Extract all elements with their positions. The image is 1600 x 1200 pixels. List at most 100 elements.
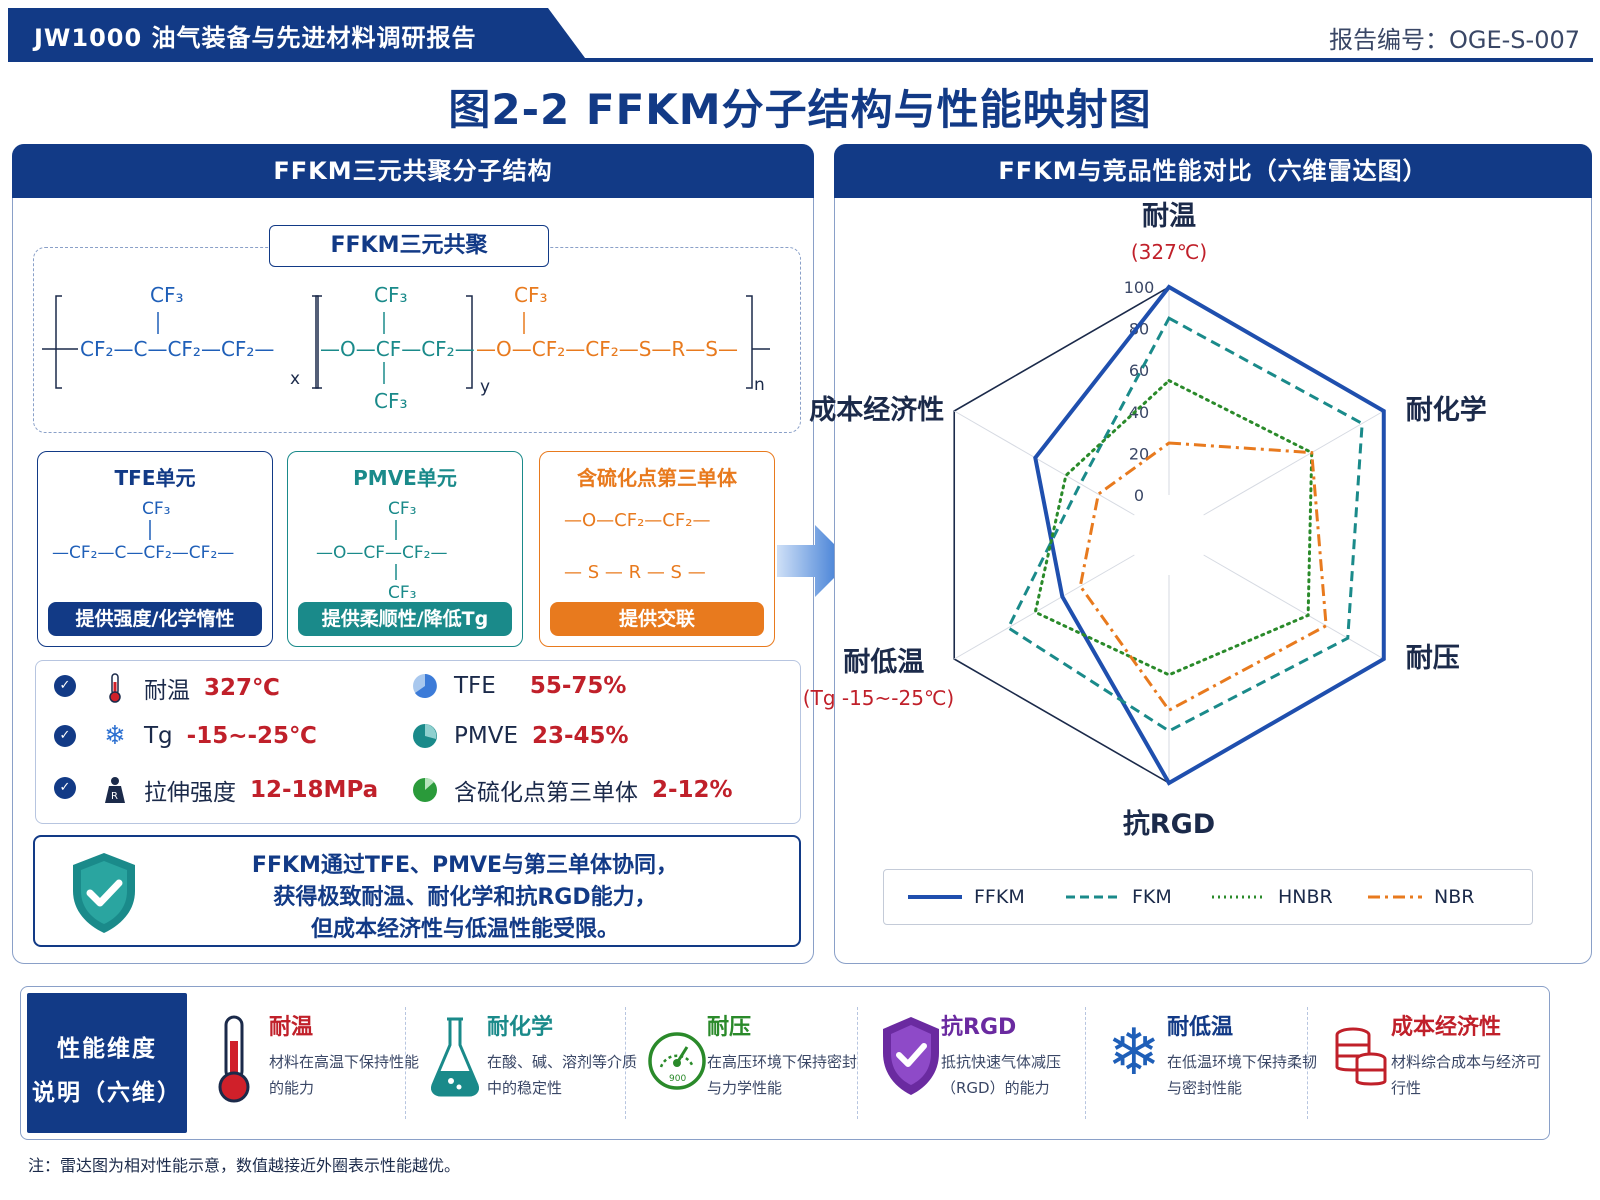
legend-label: HNBR [1278,886,1333,908]
dimension-box: 性能维度 说明（六维） 耐温 材料在高温下保持性能的能力 耐化学 在酸、碱、溶剂… [20,986,1550,1140]
pmve-structure: CF₃ —O—CF—CF₂— CF₃ [316,499,448,603]
radar-tick-label: 0 [1134,486,1144,505]
svg-text:CF₂—C—CF₂—CF₂—: CF₂—C—CF₂—CF₂— [80,337,274,361]
svg-text:x: x [290,369,300,389]
radar-legend: FFKM FKM HNBR NBR [883,869,1533,925]
structure-panel: FFKM三元共聚分子结构 CF₂—C—CF₂—CF₂— CF₃ x —O—CF—… [12,144,851,964]
pmve-unit-role: 提供柔顺性/降低Tg [298,602,512,636]
dim-chemical-title: 耐化学 [487,1015,554,1040]
dim-pressure-desc: 在高压环境下保持密封与力学性能 [707,1053,858,1097]
pmve-unit-title: PMVE单元 [353,466,457,490]
divider [1085,1007,1086,1119]
shield-icon [883,1017,939,1095]
radar-axis-sublabel: (327℃) [1131,240,1207,264]
dim-low-temp-desc: 在低温环境下保持柔韧与密封性能 [1167,1053,1318,1097]
legend-label: NBR [1434,886,1475,908]
comp-pmve: PMVE 23-45% [410,721,629,751]
thermometer-icon [100,673,130,703]
prop-temperature: 耐温 327℃ [100,671,280,705]
dimension-header-line-1: 性能维度 [57,1036,157,1062]
tfe-unit-title: TFE单元 [114,466,196,490]
formula-label: FFKM三元共聚 [269,225,549,267]
radar-axis-label: 耐化学 [1406,394,1487,426]
prop-tensile-value: 12-18MPa [250,777,379,803]
comp-tfe-value: 55-75% [529,673,627,699]
radar-tick-label: 100 [1124,278,1155,297]
dim-low-temp: ❄ 耐低温 在低温环境下保持柔韧与密封性能 [1097,997,1317,1129]
svg-text:—O—CF₂—CF₂—: —O—CF₂—CF₂— [564,510,710,531]
prop-temperature-value: 327℃ [204,675,280,701]
check-icon: ✓ [54,777,76,799]
dim-chemical: 耐化学 在酸、碱、溶剂等介质中的稳定性 [417,997,637,1129]
divider [1307,1007,1308,1119]
weight-icon: R [100,775,130,805]
radar-axis-label: 抗RGD [1123,808,1215,840]
third-monomer-card: 含硫化点第三单体 —O—CF₂—CF₂— — S — R — S — 提供交联 [539,451,775,647]
shield-check-icon [73,853,135,933]
check-icon: ✓ [54,675,76,697]
comp-third-label: 含硫化点第三单体 [454,780,638,806]
prop-tensile-label: 拉伸强度 [144,780,236,806]
legend-item-ffkm: FFKM [908,886,1025,908]
dim-temperature-title: 耐温 [269,1015,314,1040]
radar-series-nbr [1078,441,1328,713]
flask-icon [431,1017,479,1097]
dimension-header: 性能维度 说明（六维） [27,993,187,1133]
svg-text:CF₃: CF₃ [150,283,184,307]
pie-icon [410,721,440,751]
radar-axis-label: 耐温 [1142,201,1196,232]
prop-tensile: R 拉伸强度 12-18MPa [100,773,378,807]
radar-axis-sublabel: (Tg -15~-25℃) [803,686,954,710]
radar-panel-title: FFKM与竞品性能对比（六维雷达图） [834,144,1592,198]
pmve-unit-card: PMVE单元 CF₃ —O—CF—CF₂— CF₃ 提供柔顺性/降低Tg [287,451,523,647]
dim-rgd-title: 抗RGD [941,1015,1017,1040]
radar-spoke [953,554,1135,660]
dim-cost: 成本经济性 材料综合成本与经济可行性 [1321,997,1546,1129]
dim-rgd: 抗RGD 抵抗快速气体减压（RGD）的能力 [871,997,1091,1129]
comp-pmve-label: PMVE [454,723,518,749]
figure-title: 图2-2 FFKM分子结构与性能映射图 [448,85,1152,134]
third-monomer-role: 提供交联 [550,602,764,636]
snowflake-icon: ❄ [1107,1016,1161,1090]
svg-text:CF₃: CF₃ [142,499,170,519]
radar-series-ffkm [1033,284,1386,786]
check-icon: ✓ [54,725,76,747]
summary-line-3: 但成本经济性与低温性能受限。 [310,917,619,942]
radar-spoke [1203,554,1385,660]
third-monomer-structure: —O—CF₂—CF₂— — S — R — S — [564,510,710,583]
gauge-icon: 900 [648,1032,706,1090]
svg-text:— S — R — S —: — S — R — S — [564,562,706,583]
svg-text:n: n [754,375,765,395]
snowflake-icon: ❄ [104,721,126,751]
dim-low-temp-title: 耐低温 [1167,1015,1234,1040]
prop-tg-value: -15~-25℃ [186,723,317,749]
dim-chemical-desc: 在酸、碱、溶剂等介质中的稳定性 [487,1053,638,1097]
formula-box: CF₂—C—CF₂—CF₂— CF₃ x —O—CF—CF₂— CF₃ CF₃ … [33,247,801,433]
svg-text:—O—CF—CF₂—: —O—CF—CF₂— [320,337,475,361]
svg-text:CF₃: CF₃ [388,499,416,519]
structure-panel-title: FFKM三元共聚分子结构 [12,144,814,198]
dim-cost-title: 成本经济性 [1391,1015,1502,1040]
dimension-header-line-2: 说明（六维） [32,1080,182,1106]
prop-temperature-label: 耐温 [144,678,190,704]
header-tab [8,8,588,62]
coins-icon [1335,1027,1387,1086]
header-bar: JW1000 油气装备与先进材料调研报告 报告编号：OGE-S-007 [8,8,1600,62]
divider [625,1007,626,1119]
radar-spoke [953,410,1135,516]
arrow-icon [777,525,851,597]
comp-tfe-label: TFE [454,673,496,699]
report-title: JW1000 油气装备与先进材料调研报告 [34,24,477,52]
thermometer-icon [218,1015,250,1103]
svg-text:—O—CF—CF₂—: —O—CF—CF₂— [316,543,448,563]
header-line [8,58,1593,62]
dim-pressure: 900 耐压 在高压环境下保持密封与力学性能 [637,997,867,1129]
dim-rgd-desc: 抵抗快速气体减压（RGD）的能力 [941,1053,1062,1097]
radar-axis-label: 耐低温 [843,647,924,678]
svg-text:R: R [111,791,118,802]
dim-temperature-desc: 材料在高温下保持性能的能力 [269,1053,420,1097]
svg-text:CF₃: CF₃ [374,389,408,413]
legend-item-fkm: FKM [1066,886,1172,908]
